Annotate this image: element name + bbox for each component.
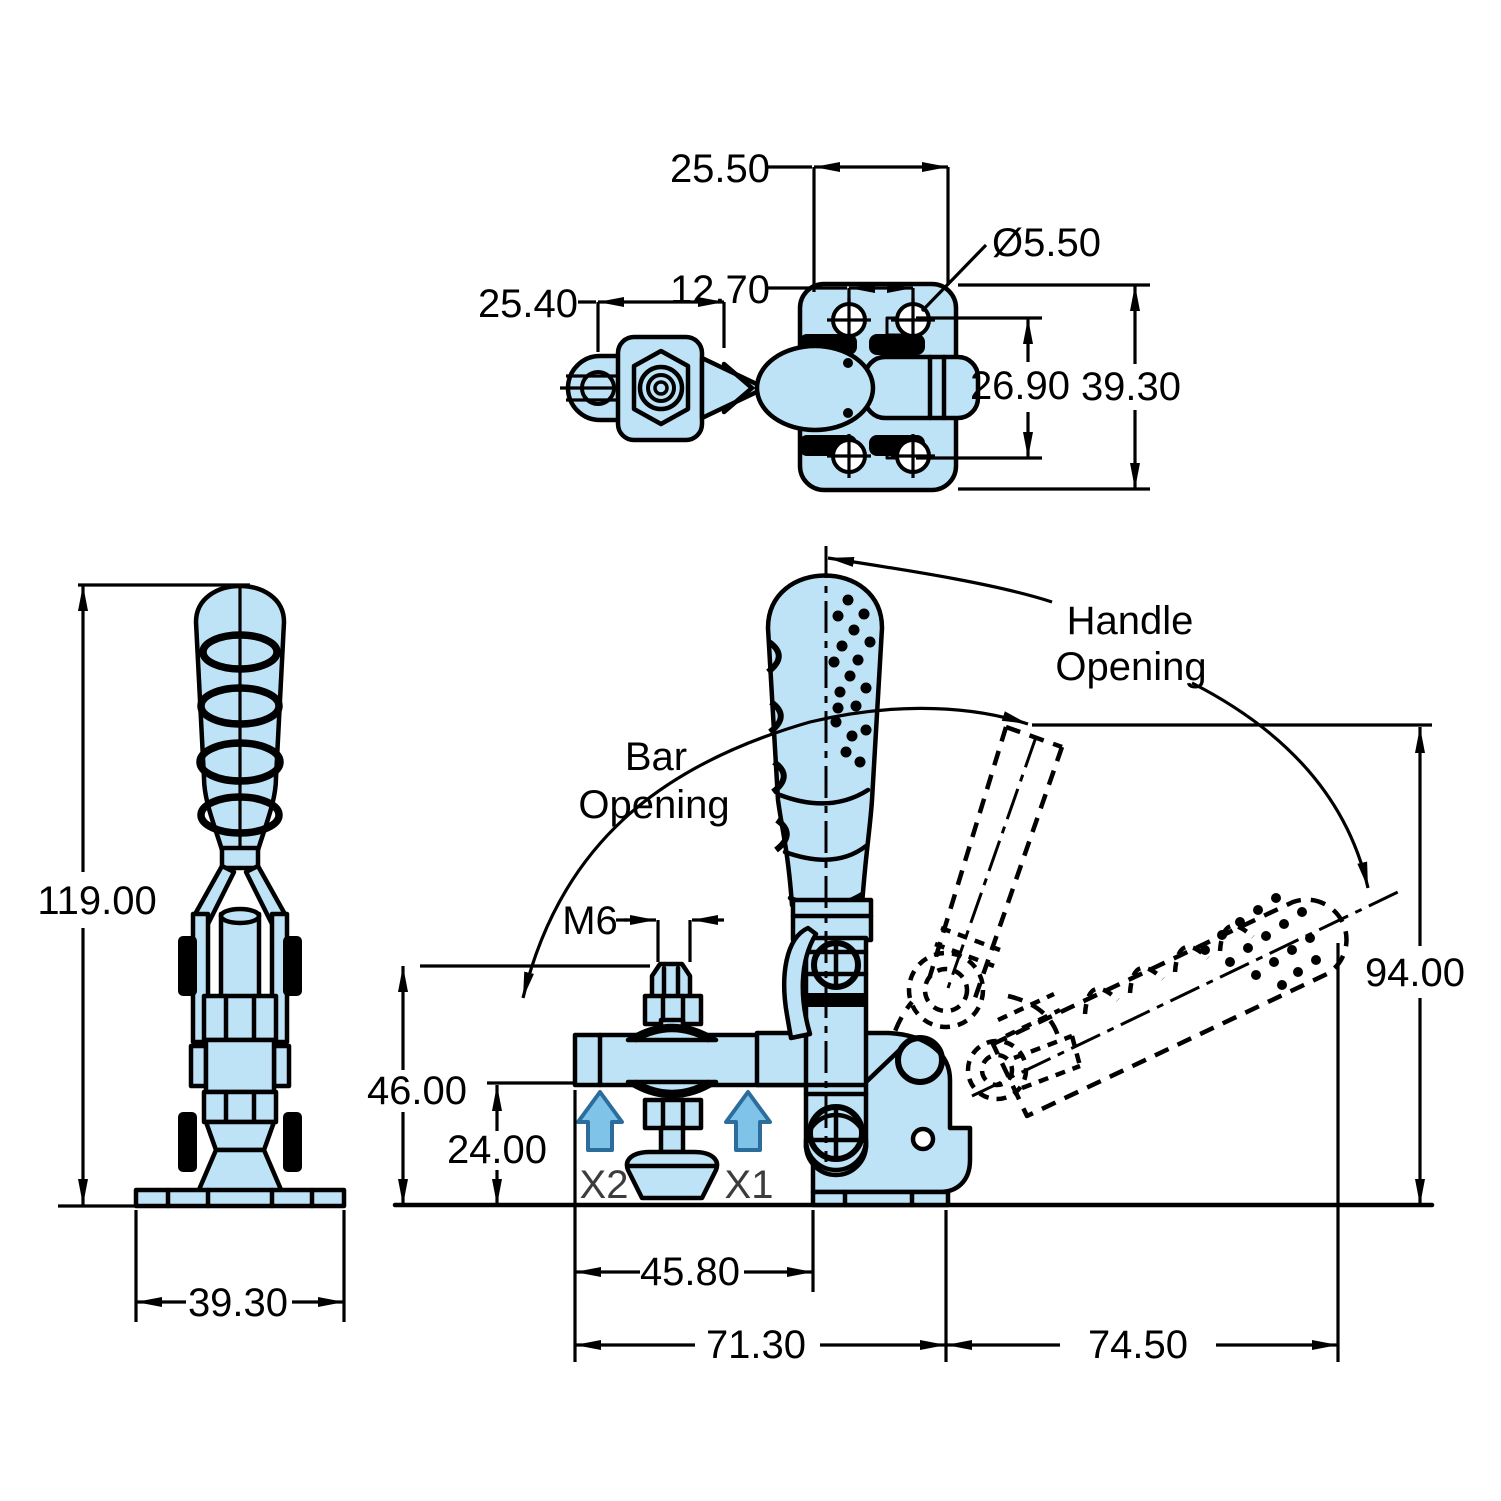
label-x2: X2 — [580, 1163, 629, 1207]
dim-handle-reach: 74.50 — [946, 943, 1340, 1367]
label-x1: X1 — [725, 1163, 774, 1207]
dim-base-length: 71.30 — [575, 1210, 948, 1367]
bar-opening-annotation: Bar Opening — [521, 706, 1029, 999]
bar-boss-top — [754, 343, 876, 433]
dim-label: 26.90 — [970, 364, 1070, 408]
dim-label: Ø5.50 — [992, 221, 1101, 265]
dim-hole-diameter: Ø5.50 — [920, 221, 1101, 313]
handle-opening-label: Opening — [1055, 645, 1206, 689]
handle-opening-label: Handle — [1067, 599, 1194, 643]
dim-plate-length: 39.30 — [958, 283, 1181, 491]
dim-overall-height: 119.00 — [37, 583, 250, 1208]
dim-top-width: 25.50 — [670, 147, 950, 292]
side-view: 119.00 39.30 — [37, 583, 347, 1325]
bar-opening-label: Opening — [578, 783, 729, 827]
dim-label: M6 — [562, 899, 618, 943]
dim-pad-width: 26.90 — [916, 316, 1070, 460]
open-handle-outline — [990, 897, 1349, 1119]
dim-label: 24.00 — [447, 1128, 547, 1172]
dim-label: 71.30 — [706, 1323, 806, 1367]
dim-bar-end-width: 25.40 — [478, 282, 726, 352]
dim-label: 39.30 — [1081, 365, 1181, 409]
dim-label: 12.70 — [670, 268, 770, 312]
dim-open-height: 94.00 — [1365, 727, 1465, 1205]
dim-spindle-thread: M6 — [562, 899, 724, 962]
dim-slot-length: 45.80 — [573, 1090, 815, 1362]
dim-label: 74.50 — [1088, 1323, 1188, 1367]
open-handle-grip-dots — [1200, 893, 1321, 990]
dim-base-height: 24.00 — [447, 1081, 573, 1205]
body-flange — [810, 1189, 951, 1208]
front-view: X2 X1 Handle Opening Bar Opening M6 46.0… — [367, 546, 1465, 1367]
bar-opening-label: Bar — [625, 735, 687, 779]
mounting-holes — [827, 298, 935, 478]
dim-label: 46.00 — [367, 1069, 467, 1113]
dim-label: 119.00 — [37, 879, 156, 923]
top-view: 25.50 12.70 Ø5.50 26.90 3 — [478, 147, 1181, 493]
spindle-assembly — [624, 961, 720, 1201]
force-arrow-x1 — [724, 1090, 772, 1152]
base-plate-side — [133, 1187, 347, 1209]
dim-label: 45.80 — [640, 1250, 740, 1294]
dim-label: 94.00 — [1365, 951, 1465, 995]
handle-opening-annotation: Handle Opening — [827, 556, 1370, 889]
dim-base-width: 39.30 — [134, 1210, 346, 1325]
dim-bar-height: 46.00 — [367, 964, 650, 1205]
handle-top-view — [862, 354, 981, 421]
force-arrow-x2 — [576, 1090, 624, 1152]
dim-label: 25.50 — [670, 147, 770, 191]
open-position-dashed — [883, 724, 1399, 1154]
dim-label: 39.30 — [188, 1281, 288, 1325]
dim-label: 25.40 — [478, 282, 578, 326]
rubber-foot — [624, 1149, 720, 1201]
